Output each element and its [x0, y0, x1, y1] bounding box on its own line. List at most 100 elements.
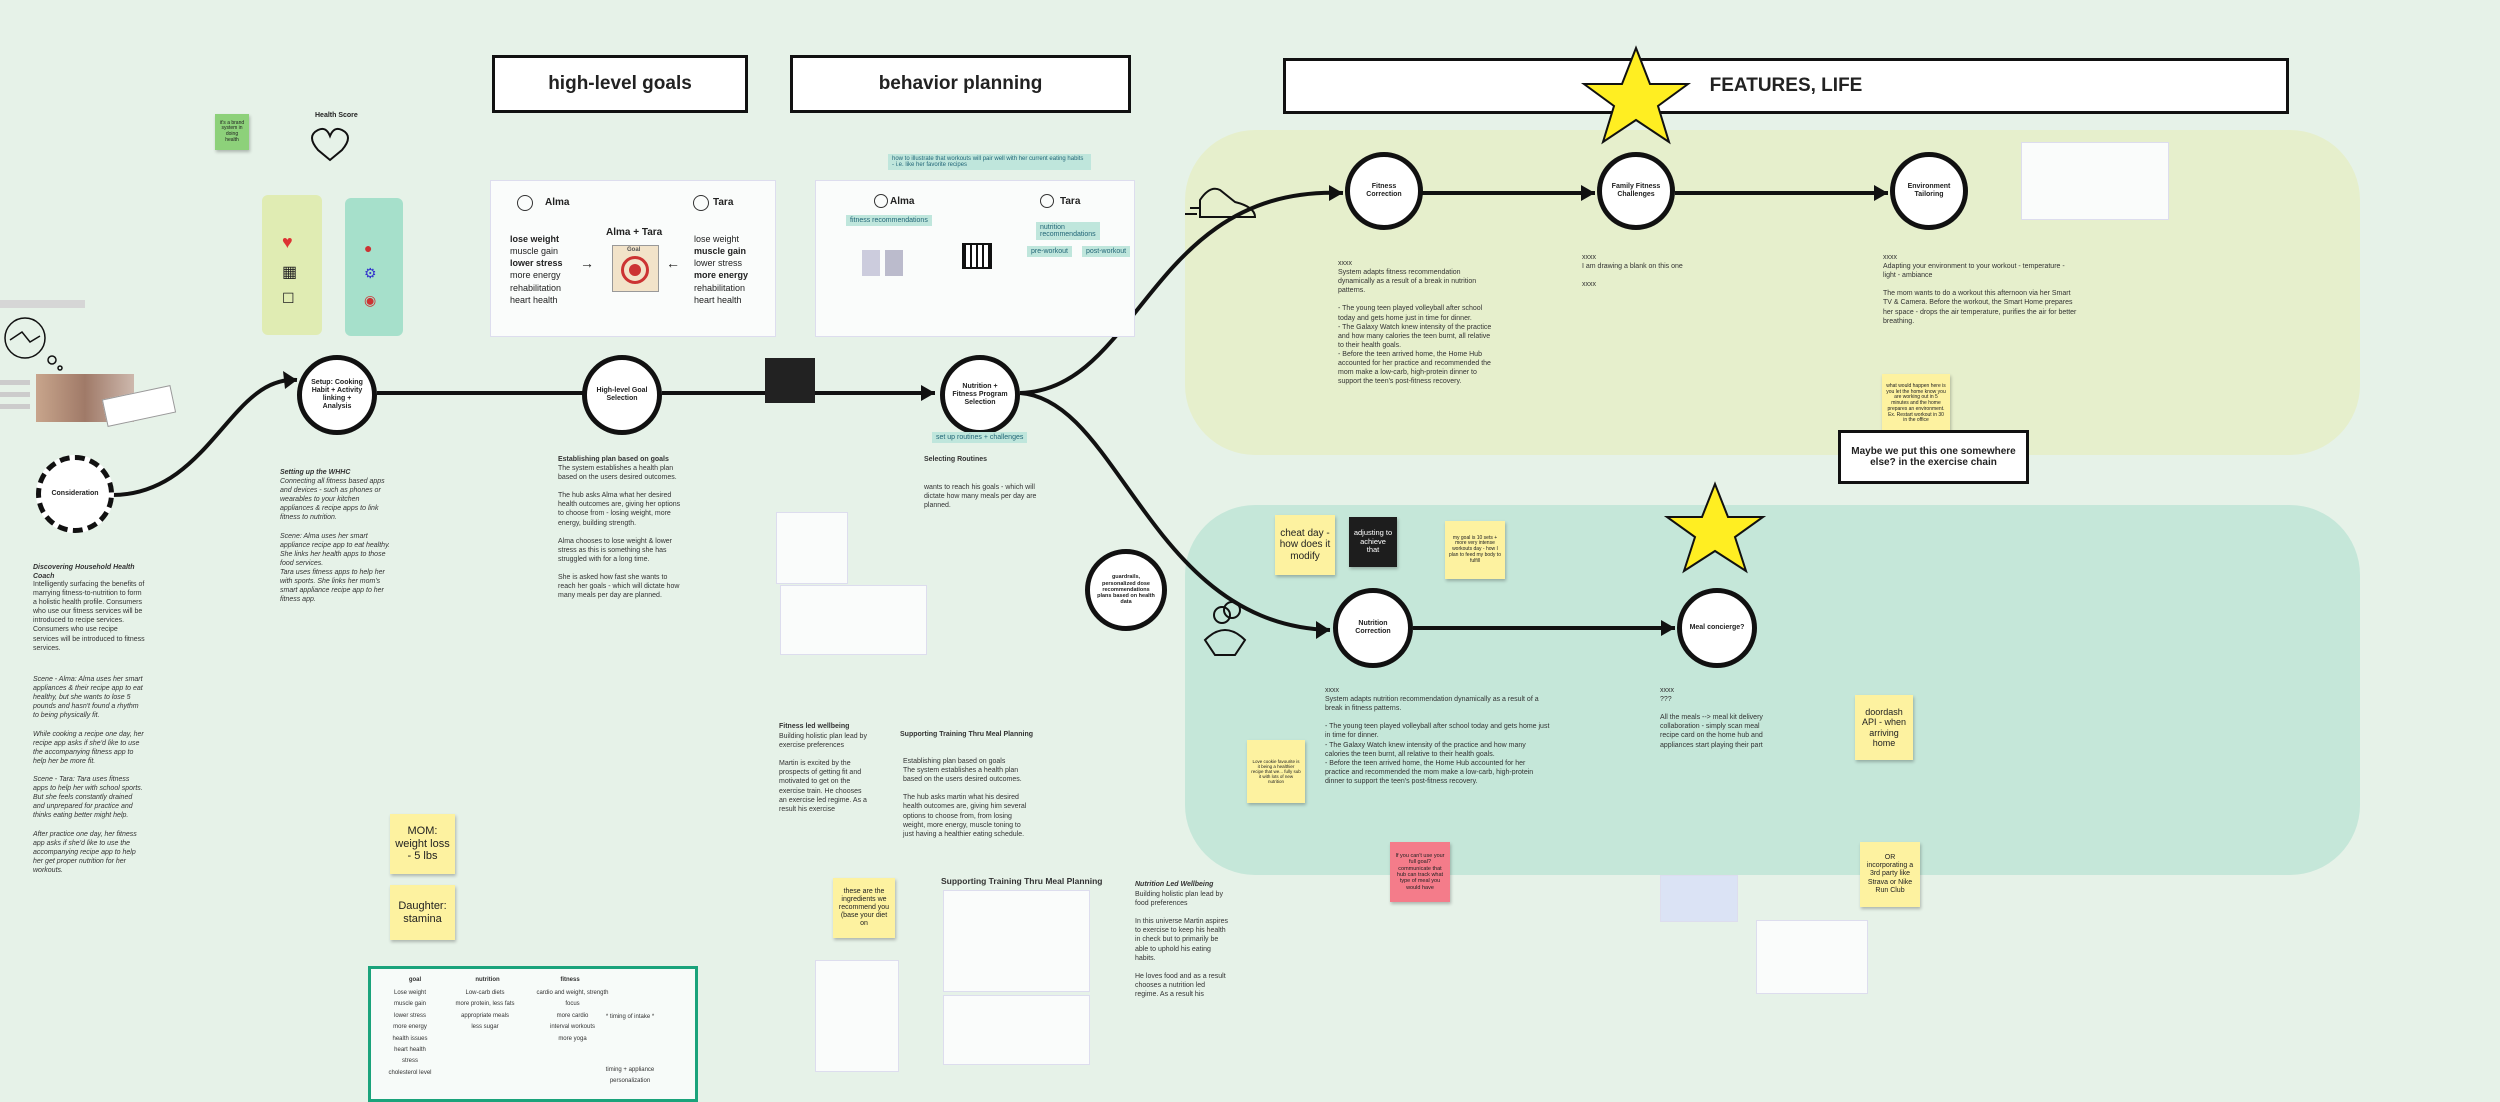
environment-notes-card[interactable]: [2021, 142, 2169, 220]
node-nutrition-correction[interactable]: Nutrition Correction: [1333, 588, 1413, 668]
workout-thumb: [862, 250, 880, 276]
fitness-led-title: Fitness led wellbeing: [779, 723, 850, 730]
node-setup[interactable]: Setup: Cooking Habit + Activity linking …: [297, 355, 377, 435]
sticky-love[interactable]: Love cookie favourite is it being a heal…: [1247, 740, 1305, 803]
behavior-alma-name: Alma: [890, 196, 915, 207]
avatar-tara: [693, 195, 709, 211]
arrow-left-icon: ←: [666, 255, 680, 271]
goal-item: heart health: [510, 294, 558, 305]
video-thumbnail[interactable]: [765, 358, 815, 403]
alma-goal-list: lose weight muscle gain lower stress mor…: [510, 233, 563, 306]
routines-body: wants to reach his goals - which will di…: [924, 484, 1037, 510]
phone-screenshot[interactable]: [815, 960, 899, 1072]
supporting-card-2[interactable]: [943, 995, 1090, 1065]
sticky-if-you-can[interactable]: If you can't use your full goal? communi…: [1390, 842, 1450, 902]
sticky-ingredients[interactable]: these are the ingredients we recommend y…: [833, 878, 895, 938]
goal-item: heart health: [694, 294, 742, 305]
table-nutrition-rows: Low-carb diets more protein, less fats a…: [455, 990, 515, 1031]
combined-persona-label: Alma + Tara: [606, 227, 663, 238]
supporting-title-2: Supporting Training Thru Meal Planning: [941, 876, 1103, 886]
question-box[interactable]: Maybe we put this one somewhere else? in…: [1838, 430, 2029, 484]
sticky-adjusting[interactable]: adjusting to achieve that: [1349, 517, 1397, 567]
tara-goal-list: lose weight muscle gain lower stress mor…: [694, 233, 748, 306]
node-meal-concierge[interactable]: Meal concierge?: [1677, 588, 1757, 668]
establish-title: Establishing plan based on goals: [558, 456, 669, 463]
family-challenges-body: xxxx I am drawing a blank on this one xx…: [1582, 254, 1683, 289]
health-icon-column-right: [345, 198, 403, 336]
table-fitness-rows: cardio and weight, strength focus more c…: [536, 990, 609, 1042]
header-behavior-planning: behavior planning: [790, 55, 1131, 113]
scale-icon: ☐: [282, 290, 295, 306]
heart-rate-icon: ♥: [282, 232, 293, 252]
node-personalized-plans[interactable]: guardrails, personalized dose recommenda…: [1085, 549, 1167, 631]
goals-mapping-table: [368, 966, 698, 1102]
table-extra: * timing of intake *: [605, 1014, 655, 1020]
goal-item: lose weight: [510, 234, 560, 244]
target-icon: Goal: [612, 245, 659, 292]
blender-icon: ⚙: [364, 265, 377, 281]
table-goal-rows: Lose weight muscle gain lower stress mor…: [388, 990, 432, 1076]
header-high-level-goals: high-level goals: [492, 55, 748, 113]
goal-item: lose weight: [694, 234, 740, 244]
gray-bar: [0, 392, 30, 397]
chef-icon: [1203, 601, 1247, 656]
persona-tara-name: Tara: [713, 197, 734, 208]
illustrate-note[interactable]: how to illustrate that workouts will pai…: [888, 154, 1091, 170]
nutrition-rec-label: nutrition recommendations: [1036, 222, 1100, 240]
health-icon-column-left: [262, 195, 322, 335]
gray-bar: [0, 404, 30, 409]
table-col-nutrition: nutrition: [475, 977, 500, 983]
text-card[interactable]: [780, 585, 927, 655]
calendar-grid-icon: [962, 243, 992, 269]
behavior-tara-name: Tara: [1060, 196, 1081, 207]
calendar-icon: ▦: [282, 264, 298, 281]
sticky-my-goal[interactable]: my goal is 10 sets + more very intense w…: [1445, 521, 1505, 579]
avatar-tara-2: [1040, 194, 1054, 208]
sticky-cheat-day[interactable]: cheat day - how does it modify: [1275, 515, 1335, 575]
thought-bubble-icon: [4, 317, 63, 371]
supporting-title: Supporting Training Thru Meal Planning: [900, 731, 1033, 738]
environment-body: xxxx Adapting your environment to your w…: [1883, 254, 2077, 325]
avatar-alma-2: [874, 194, 888, 208]
goal-item: muscle gain: [694, 246, 747, 257]
node-environment[interactable]: Environment Tailoring: [1890, 152, 1968, 230]
supporting-card[interactable]: [943, 890, 1090, 992]
sticky-daughter[interactable]: Daughter: stamina: [390, 885, 455, 940]
sticky-mom[interactable]: MOM: weight loss - 5 lbs: [390, 814, 455, 874]
fitness-led-body: Building holistic plan lead by exercise …: [779, 733, 867, 813]
screenshot-card[interactable]: [776, 512, 848, 584]
node-consideration[interactable]: Consideration: [36, 455, 114, 533]
arrow-right-icon: →: [580, 255, 594, 271]
meal-concierge-body: xxxx ??? All the meals --> meal kit deli…: [1660, 687, 1763, 749]
sticky-doordash[interactable]: doordash API - when arriving home: [1855, 695, 1913, 760]
node-goal-selection[interactable]: High-level Goal Selection: [582, 355, 662, 435]
fitness-rec-label: fitness recommendations: [846, 215, 932, 226]
nutrition-correction-body: xxxx System adapts nutrition recommendat…: [1325, 687, 1550, 785]
shoe-icon: [1185, 187, 1257, 218]
sticky-what-would[interactable]: what would happen here is you let the ho…: [1882, 374, 1950, 434]
nutrition-led-title: Nutrition Led Wellbeing: [1135, 881, 1214, 888]
discovering-title: Discovering Household Health Coach: [33, 564, 135, 581]
header-features-life: FEATURES, LIFE: [1283, 58, 2289, 114]
setup-title: Setting up the WHHC: [280, 469, 351, 476]
nutrition-led-body: Building holistic plan lead by food pref…: [1135, 891, 1228, 999]
sticky-or-incorporating[interactable]: OR incorporating a 3rd party like Strava…: [1860, 842, 1920, 907]
goal-item: lower stress: [694, 258, 743, 269]
node-fitness-correction[interactable]: Fitness Correction: [1345, 152, 1423, 230]
node-family-challenges[interactable]: Family Fitness Challenges: [1597, 152, 1675, 230]
meal-notes-card[interactable]: [1756, 920, 1868, 994]
node-nutrition-fitness[interactable]: Nutrition + Fitness Program Selection: [940, 355, 1020, 435]
set-routines-label[interactable]: set up routines + challenges: [932, 432, 1028, 443]
persona-alma-name: Alma: [545, 197, 570, 208]
supporting-body: Establishing plan based on goals The sys…: [903, 758, 1027, 838]
app-screenshot[interactable]: [1660, 875, 1738, 922]
routines-title: Selecting Routines: [924, 456, 988, 463]
discovering-body: Intelligently surfacing the benefits of …: [33, 581, 145, 652]
goal-item: muscle gain: [510, 246, 559, 257]
table-extra-2: timing + appliance personalization: [605, 1067, 655, 1085]
health-score-sticky[interactable]: it's a brand system in doing health: [215, 114, 249, 150]
setup-body: Connecting all fitness based apps and de…: [280, 478, 391, 604]
scene-alma-tara: Scene - Alma: Alma uses her smart applia…: [33, 676, 144, 874]
post-workout-label: post-workout: [1082, 246, 1131, 257]
